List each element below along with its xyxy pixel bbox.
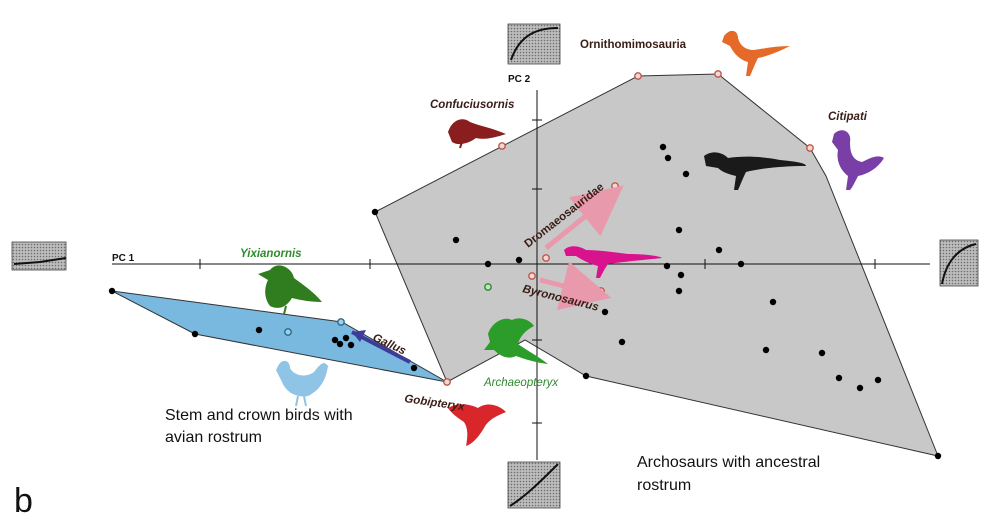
data-point [675, 226, 683, 234]
pc2-axis [532, 90, 542, 460]
bird-silhouette-icon [484, 318, 548, 364]
data-point [663, 262, 671, 270]
bird-silhouette-icon [448, 404, 506, 446]
data-point [515, 256, 523, 264]
data-point [342, 334, 350, 342]
marked-point [337, 318, 345, 326]
data-points [108, 143, 942, 460]
data-point [769, 298, 777, 306]
marked-point [498, 142, 506, 150]
group-labels: Stem and crown birds with avian rostrum … [165, 407, 820, 494]
data-point [677, 271, 685, 279]
pc2-axis-label: PC 2 [508, 74, 531, 85]
data-point [856, 384, 864, 392]
data-point [255, 326, 263, 334]
data-point [664, 154, 672, 162]
data-point [582, 372, 590, 380]
data-point [108, 287, 116, 295]
data-point [336, 340, 344, 348]
data-point [347, 341, 355, 349]
data-point [659, 143, 667, 151]
dinosaur-silhouette-icon [832, 130, 884, 190]
citipati-label: Citipati [828, 111, 868, 123]
data-point [484, 260, 492, 268]
data-point [191, 330, 199, 338]
bird-silhouette-icon [448, 119, 506, 149]
shape-thumbnail-icon [507, 23, 561, 65]
data-point [331, 336, 339, 344]
dinosaur-silhouette-icon [564, 246, 662, 278]
data-point [737, 260, 745, 268]
dinosaur-silhouette-icon [704, 152, 806, 190]
data-point [715, 246, 723, 254]
shape-thumbnail-icon [939, 239, 979, 287]
marked-point [611, 182, 619, 190]
gobipteryx-label: Gobipteryx [404, 393, 466, 413]
panel-label: b [14, 482, 33, 520]
yixianornis-label: Yixianornis [240, 248, 302, 260]
ornithomimosauria-label: Ornithomimosauria [580, 39, 687, 51]
data-point [452, 236, 460, 244]
marked-point [597, 287, 605, 295]
marked-point [806, 144, 814, 152]
dinosaur-silhouette-icon [722, 30, 790, 76]
data-point [371, 208, 379, 216]
marked-point [484, 283, 492, 291]
archosaurs-group-label-line2: rostrum [637, 477, 691, 494]
marked-point [714, 70, 722, 78]
birds-group-label-line2: avian rostrum [165, 429, 262, 446]
archaeopteryx-label: Archaeopteryx [483, 377, 559, 389]
shape-thumbnail-icon [507, 461, 561, 509]
pc1-axis-label: PC 1 [112, 253, 135, 264]
data-point [601, 308, 609, 316]
data-point [410, 364, 418, 372]
birds-group-label-line1: Stem and crown birds with [165, 407, 353, 424]
archosaur-hull [374, 73, 939, 457]
data-point [874, 376, 882, 384]
confuciusornis-label: Confuciusornis [430, 99, 514, 111]
marked-point [443, 378, 451, 386]
evolutionary-arrows [351, 185, 624, 364]
data-point [818, 349, 826, 357]
marked-point [528, 272, 536, 280]
archosaurs-group-label-line1: Archosaurs with ancestral [637, 454, 820, 471]
data-point [618, 338, 626, 346]
data-point [675, 287, 683, 295]
shape-thumbnail-icon [11, 241, 67, 271]
marked-point [634, 72, 642, 80]
chicken-silhouette-icon [276, 360, 328, 407]
marked-point [542, 254, 550, 262]
data-point [762, 346, 770, 354]
pc1-axis [112, 259, 930, 269]
bird-silhouette-icon [258, 265, 322, 315]
data-point [934, 452, 942, 460]
data-point [682, 170, 690, 178]
data-point [835, 374, 843, 382]
marked-point [284, 328, 292, 336]
